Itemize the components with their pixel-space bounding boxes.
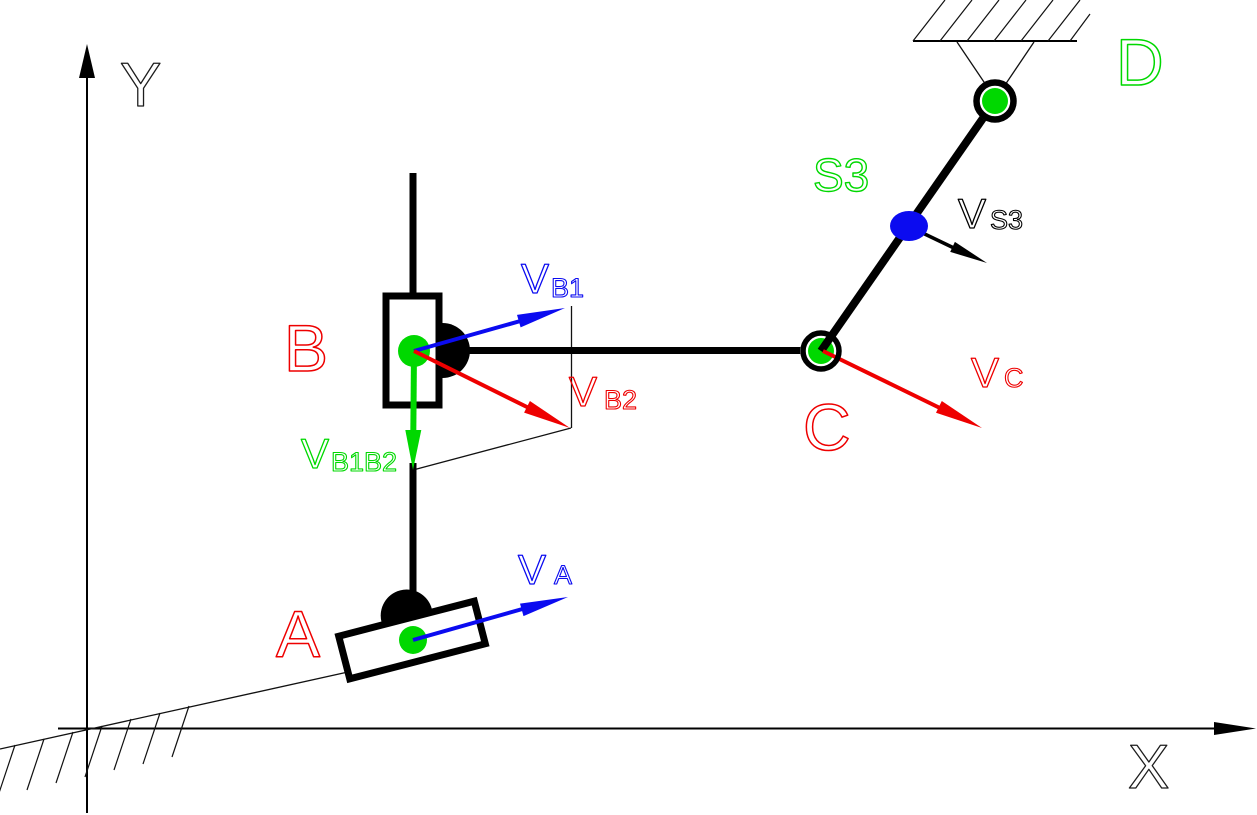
vector-label-vb2-main: V: [569, 368, 597, 415]
vector-label-vb1: V B1: [520, 254, 584, 303]
vector-vc-shaft: [822, 349, 944, 412]
vector-vc-arrowhead-icon: [936, 401, 982, 428]
vector-label-vb1-sub: B1: [551, 273, 584, 303]
construction-lines: [412, 306, 573, 471]
label-joint-a: A: [276, 597, 320, 671]
mass-center-s3-dot: [890, 211, 928, 241]
vector-label-vs3-sub: S3: [990, 205, 1023, 235]
hatch-line: [55, 731, 74, 784]
ground-hatching-wall-d: [912, 0, 1091, 86]
vector-label-vc: V C: [970, 348, 1024, 396]
vector-label-vb1-main: V: [521, 255, 549, 302]
hatch-line: [1047, 0, 1081, 42]
vector-va: [412, 597, 568, 642]
hatch-line: [171, 705, 190, 758]
hatch-line: [1020, 0, 1054, 42]
label-joint-s3: S3: [813, 149, 869, 201]
vector-label-va: V A: [517, 545, 572, 593]
hatch-line: [912, 0, 946, 42]
vector-vb2: [413, 349, 570, 428]
y-axis-label: Y: [120, 51, 161, 120]
x-axis: X: [58, 722, 1256, 803]
vector-label-vc-sub: C: [1004, 363, 1024, 393]
vector-label-vb1b2-main: V: [301, 430, 329, 477]
pivot-support-right-line: [1004, 41, 1035, 86]
vector-label-vs3-main: V: [958, 190, 986, 237]
x-axis-arrowhead-icon: [1214, 722, 1256, 735]
vector-vb1-shaft: [413, 318, 525, 353]
hatch-line: [26, 738, 45, 791]
joint-d-pin-ring: [973, 79, 1017, 123]
vector-label-va-sub: A: [554, 560, 572, 590]
label-joint-d: D: [1116, 25, 1164, 99]
slider-a-pivot-dome: [380, 589, 432, 623]
hatch-line: [1069, 13, 1091, 42]
construction-diagonal-line: [412, 427, 572, 471]
vector-vc: [822, 349, 982, 428]
vector-vb1: [413, 308, 565, 353]
vector-vb1b2-shaft: [410, 350, 417, 435]
vector-label-vb1b2-sub: B1B2: [331, 447, 397, 477]
pivot-support-left-line: [956, 41, 987, 86]
hatch-line: [0, 744, 16, 792]
joint-d: [973, 79, 1017, 123]
hatch-line: [113, 718, 132, 771]
joint-c-pin-ring: [800, 330, 842, 372]
x-axis-label: X: [1128, 733, 1169, 802]
hatch-line: [84, 725, 103, 778]
incline-guide-line: [0, 667, 367, 750]
vector-vb1b2-arrowhead-icon: [405, 430, 422, 470]
hatch-line: [142, 712, 161, 765]
vector-vb2-shaft: [413, 349, 532, 411]
vector-va-shaft: [412, 606, 527, 642]
links: [409, 173, 803, 600]
vector-va-arrowhead-icon: [520, 597, 568, 617]
vector-vb1-arrowhead-icon: [517, 308, 565, 328]
hatch-line: [939, 0, 973, 42]
y-axis: Y: [79, 44, 162, 813]
hatch-line: [966, 0, 1000, 42]
y-axis-arrowhead-icon: [79, 44, 95, 78]
joint-d-dot: [982, 88, 1008, 114]
vector-vb1b2: [405, 350, 422, 470]
vector-label-vb1b2: V B1B2: [300, 429, 397, 477]
vector-label-vb2-sub: B2: [604, 385, 637, 415]
ground-hatching-origin: [0, 667, 367, 792]
vector-label-vc-main: V: [971, 349, 999, 396]
hatch-line: [993, 0, 1027, 42]
label-joint-c: C: [803, 390, 851, 464]
vector-label-vb2: V B2: [568, 367, 637, 415]
vector-label-vs3: V S3: [957, 189, 1023, 237]
vector-vs3-arrowhead-icon: [950, 241, 987, 263]
vector-vb2-arrowhead-icon: [524, 401, 570, 428]
vector-label-va-main: V: [518, 546, 546, 593]
label-joint-b: B: [284, 311, 328, 385]
slider-b: [382, 292, 470, 409]
